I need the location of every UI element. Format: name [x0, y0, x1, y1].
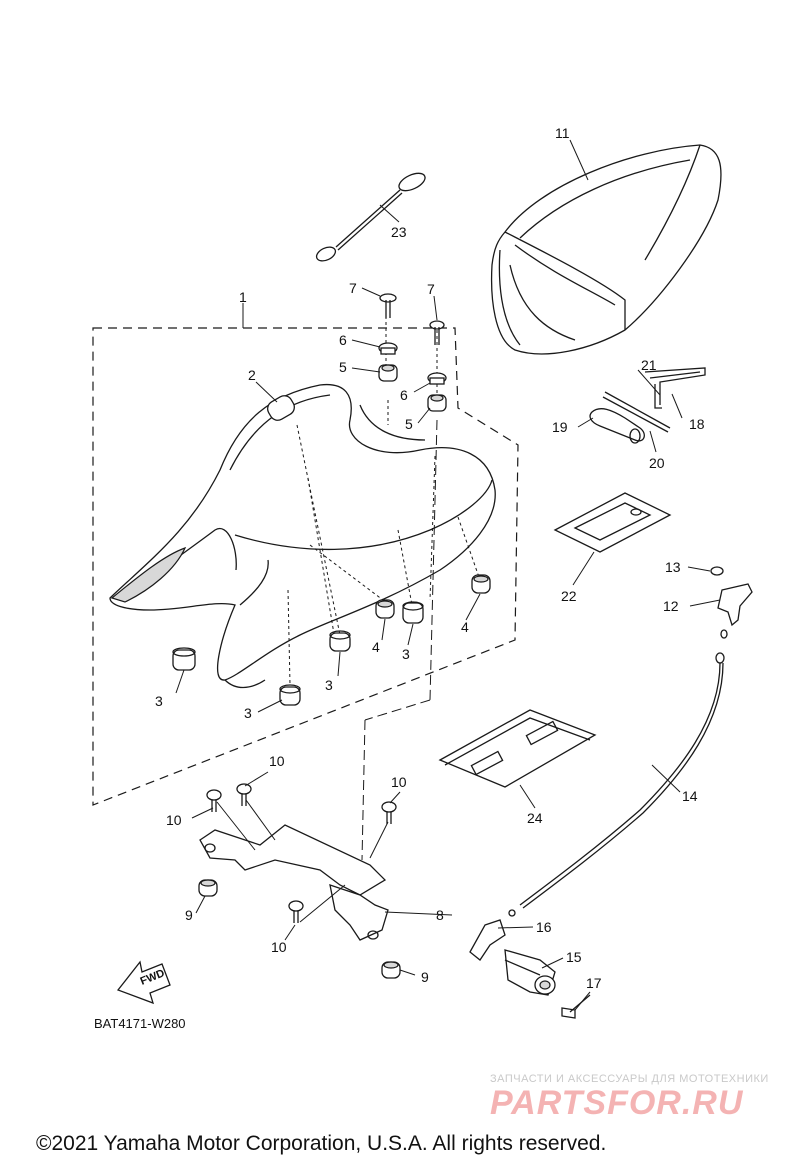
- grommet-5-a: [378, 364, 398, 382]
- owner-manual-24: [438, 709, 597, 788]
- damper-3-a: [172, 647, 196, 671]
- grommet-5-b: [427, 394, 447, 412]
- callout-7: 7: [349, 280, 357, 296]
- callout-24: 24: [527, 810, 543, 826]
- document-bag-22: [553, 492, 672, 553]
- callout-15: 15: [566, 949, 582, 965]
- seat-lock-lever-12: [710, 566, 753, 639]
- callout-3: 3: [155, 693, 163, 709]
- tool-kit: [589, 367, 706, 444]
- callout-13: 13: [665, 559, 681, 575]
- callout-6: 6: [400, 387, 408, 403]
- damper-9-a: [198, 879, 218, 897]
- seat-bracket-8: [199, 824, 389, 941]
- bolt-10-c: [381, 801, 397, 824]
- callout-4: 4: [461, 619, 469, 635]
- seat-body: [109, 383, 496, 689]
- callout-11: 11: [555, 125, 570, 141]
- bolt-10-b: [236, 783, 252, 806]
- damper-4-a: [375, 599, 395, 619]
- leader-lines: [175, 139, 721, 1011]
- watermark: ЗАПЧАСТИ И АКСЕССУАРЫ ДЛЯ МОТОТЕХНИКИ PA…: [490, 1073, 769, 1122]
- bolt-7-a: [379, 293, 397, 318]
- damper-3-c: [329, 630, 351, 652]
- callout-labels: 1 2 3 3 3 3 4 4 5 5 6 6 7 7 8 9 9 10 10 …: [155, 125, 705, 991]
- callout-10: 10: [391, 774, 407, 790]
- diagram-code: BAT4171-W280: [94, 1016, 186, 1031]
- callout-18: 18: [689, 416, 705, 432]
- seat-pad-2: [267, 395, 295, 421]
- callout-6: 6: [339, 332, 347, 348]
- washer-6-b: [427, 372, 447, 385]
- callout-9: 9: [185, 907, 193, 923]
- callout-4: 4: [372, 639, 380, 655]
- callout-12: 12: [663, 598, 679, 614]
- seat-lock-wire-23: [315, 172, 426, 262]
- callout-10: 10: [166, 812, 182, 828]
- callout-2: 2: [248, 367, 256, 383]
- callout-17: 17: [586, 975, 602, 991]
- callout-3: 3: [244, 705, 252, 721]
- callout-8: 8: [436, 907, 444, 923]
- callout-21: 21: [641, 357, 657, 373]
- washer-6-a: [378, 342, 398, 355]
- bolt-10-a: [206, 789, 222, 812]
- watermark-tagline: ЗАПЧАСТИ И АКСЕССУАРЫ ДЛЯ МОТОТЕХНИКИ: [490, 1073, 769, 1085]
- seat-lock-assembly-15: [469, 919, 591, 1019]
- rear-seat-11: [490, 144, 722, 355]
- callout-23: 23: [391, 224, 407, 240]
- copyright-notice: ©2021 Yamaha Motor Corporation, U.S.A. A…: [36, 1132, 606, 1155]
- callout-20: 20: [649, 455, 665, 471]
- callout-5: 5: [339, 359, 347, 375]
- callout-1: 1: [239, 289, 247, 305]
- damper-3-b: [279, 684, 301, 706]
- callout-5: 5: [405, 416, 413, 432]
- seat-assembly-boundary: [92, 327, 519, 806]
- callout-9: 9: [421, 969, 429, 985]
- watermark-brand: PARTSFOR.RU: [490, 1084, 744, 1122]
- damper-9-b: [381, 961, 401, 979]
- callout-10: 10: [269, 753, 285, 769]
- callout-3: 3: [402, 646, 410, 662]
- callout-14: 14: [682, 788, 698, 804]
- callout-10: 10: [271, 939, 287, 955]
- callout-19: 19: [552, 419, 568, 435]
- bolt-7-b: [429, 320, 445, 345]
- damper-3-d: [402, 601, 424, 624]
- bolt-10-d: [288, 900, 304, 923]
- callout-3: 3: [325, 677, 333, 693]
- callout-16: 16: [536, 919, 552, 935]
- callout-7: 7: [427, 281, 435, 297]
- forward-arrow-icon: FWD: [116, 960, 171, 1005]
- damper-4-b: [471, 574, 491, 594]
- callout-22: 22: [561, 588, 577, 604]
- seat-lock-cable-14: [508, 652, 725, 917]
